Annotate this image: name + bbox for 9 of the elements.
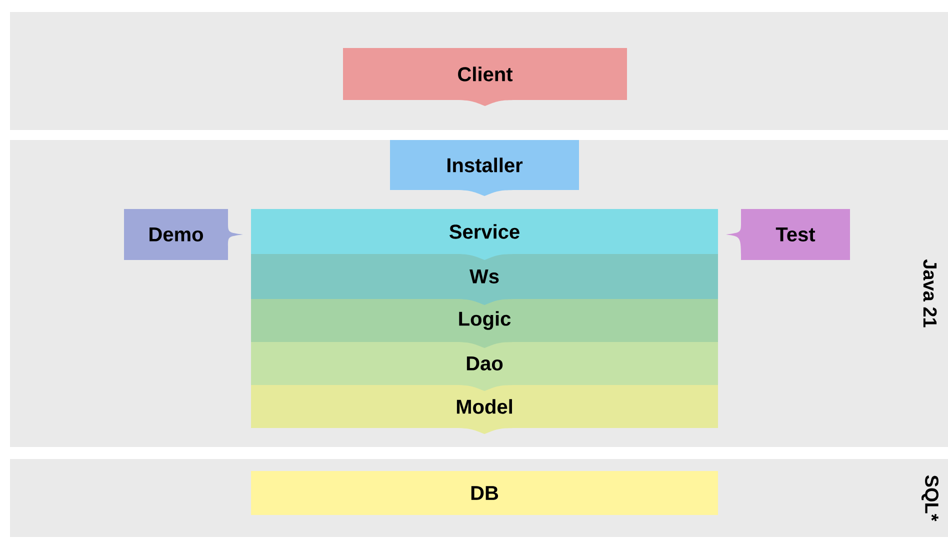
layer-box: Logic	[251, 299, 718, 348]
layer-box: DB	[251, 471, 718, 515]
layer-box: Installer	[390, 140, 579, 196]
layer-box: Dao	[251, 342, 718, 391]
arrow-tag: Test	[726, 209, 850, 260]
layer-box: Ws	[251, 254, 718, 305]
layer-box: Service	[251, 209, 718, 260]
layer-box: Model	[251, 385, 718, 434]
arrow-tag: Demo	[124, 209, 243, 260]
